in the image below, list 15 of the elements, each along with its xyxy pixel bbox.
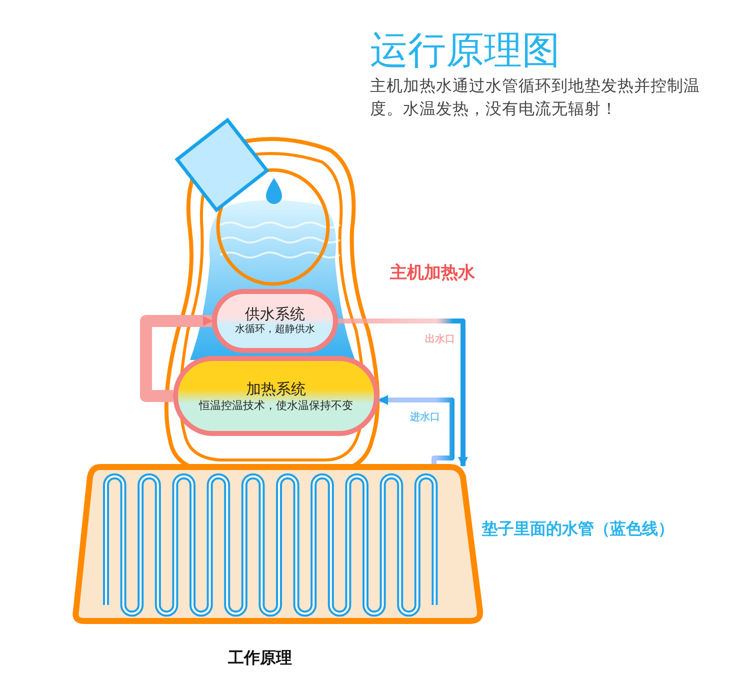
diagram-title: 运行原理图 (370, 30, 560, 72)
description-text: 主机加热水通过水管循环到地垫发热并控制温度。水温发热，没有电流无辐射！ (370, 75, 701, 120)
caption-text: 工作原理 (228, 647, 292, 669)
system-box (173, 356, 379, 436)
machine-label: 主机加热水 (390, 262, 475, 285)
inlet-label: 进水口 (410, 411, 440, 425)
system-box (212, 289, 338, 353)
outlet-label: 出水口 (425, 333, 455, 347)
pipe-arrow (140, 315, 213, 402)
system-description: 恒温控温技术，使水温保持不变 (199, 398, 353, 412)
system-title: 加热系统 (246, 380, 306, 398)
pipe-arrow (378, 395, 454, 466)
system-description: 水循环，超静供水 (235, 324, 315, 337)
system-title: 供水系统 (245, 305, 305, 324)
pipe-note: 垫子里面的水管（蓝色线） (482, 519, 674, 540)
